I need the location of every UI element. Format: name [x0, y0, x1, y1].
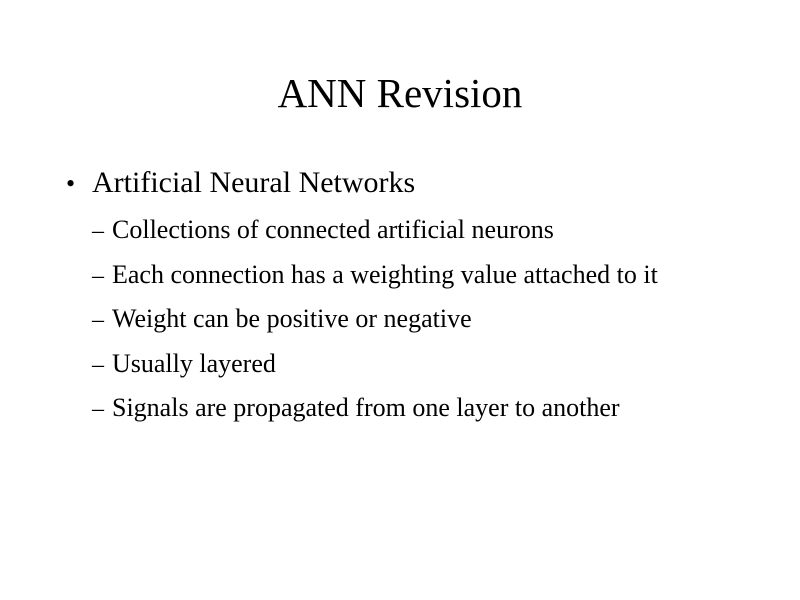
dash-icon: – [92, 218, 104, 244]
slide-body: • Artificial Neural Networks – Collectio… [66, 166, 770, 438]
bullet-text: Artificial Neural Networks [92, 166, 416, 199]
list-item: – Signals are propagated from one layer … [66, 393, 770, 424]
list-item: – Collections of connected artificial ne… [66, 215, 770, 246]
list-item: – Weight can be positive or negative [66, 304, 770, 335]
sub-bullet-text: Each connection has a weighting value at… [112, 259, 658, 289]
list-item: – Each connection has a weighting value … [66, 260, 770, 291]
bullet-icon: • [66, 169, 76, 198]
sub-bullet-text: Collections of connected artificial neur… [112, 215, 554, 244]
dash-icon: – [92, 351, 104, 378]
sub-bullet-list: – Collections of connected artificial ne… [66, 215, 770, 424]
sub-bullet-text: Weight can be positive or negative [112, 304, 472, 334]
list-item: • Artificial Neural Networks [66, 166, 770, 199]
dash-icon: – [92, 307, 104, 334]
sub-bullet-text: Usually layered [112, 348, 276, 378]
dash-icon: – [92, 262, 104, 289]
list-item: – Usually layered [66, 349, 770, 380]
dash-icon: – [92, 396, 104, 423]
slide-title: ANN Revision [277, 70, 523, 116]
sub-bullet-text: Signals are propagated from one layer to… [112, 393, 620, 423]
